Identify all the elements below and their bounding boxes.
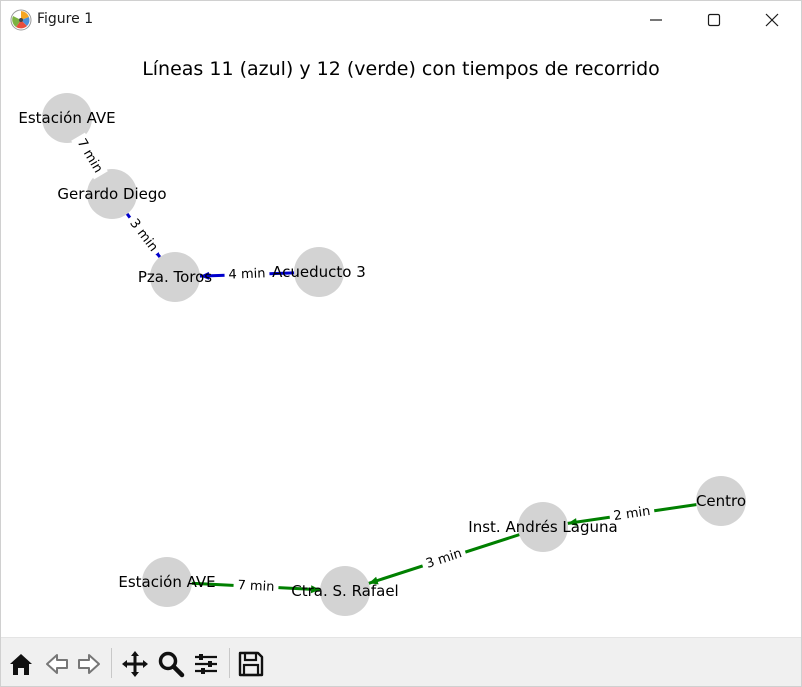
edge-arrowhead-4 bbox=[368, 576, 379, 585]
navigation-toolbar bbox=[1, 637, 801, 686]
zoom-button[interactable] bbox=[155, 648, 187, 680]
edge-label-1: 3 min bbox=[123, 212, 164, 259]
edge-label-text: 7 min bbox=[237, 578, 275, 595]
save-button[interactable] bbox=[235, 648, 267, 680]
edge-label-box bbox=[608, 502, 656, 526]
edge-arrowhead-3 bbox=[310, 585, 321, 594]
figure-canvas[interactable]: Líneas 11 (azul) y 12 (verde) con tiempo… bbox=[1, 39, 801, 637]
edge-arrowhead-2 bbox=[199, 271, 210, 280]
node-label-l12_laguna: Inst. Andrés Laguna bbox=[468, 518, 617, 536]
edge-label-box bbox=[71, 132, 108, 180]
configure-subplots-button[interactable] bbox=[190, 648, 222, 680]
pan-icon bbox=[122, 651, 148, 677]
node-circle-l11_ave bbox=[42, 93, 92, 143]
save-icon bbox=[238, 651, 264, 677]
zoom-icon bbox=[158, 651, 185, 678]
node-label-l11_ave: Estación AVE bbox=[18, 109, 115, 127]
minimize-icon bbox=[650, 19, 662, 21]
node-circle-l12_centro bbox=[696, 476, 746, 526]
network-graph: Líneas 11 (azul) y 12 (verde) con tiempo… bbox=[18, 58, 746, 616]
edge-arrowhead-5 bbox=[567, 518, 578, 527]
node-circle-l11_acueducto bbox=[294, 247, 344, 297]
window-title: Figure 1 bbox=[37, 11, 94, 27]
home-button[interactable] bbox=[5, 648, 37, 680]
figure-title: Líneas 11 (azul) y 12 (verde) con tiempo… bbox=[142, 58, 660, 80]
toolbar-separator bbox=[111, 648, 112, 678]
node-label-l12_centro: Centro bbox=[696, 492, 746, 510]
node-label-l11_acueducto: Acueducto 3 bbox=[272, 263, 366, 281]
edge-label-0: 7 min bbox=[71, 132, 108, 180]
node-label-l12_rafael: Ctra. S. Rafael bbox=[291, 582, 398, 600]
edge-label-box bbox=[233, 577, 279, 596]
edge-label-box bbox=[224, 265, 270, 284]
forward-button[interactable] bbox=[73, 648, 105, 680]
pan-button[interactable] bbox=[119, 648, 151, 680]
edge-label-box bbox=[420, 544, 468, 574]
back-button[interactable] bbox=[41, 648, 73, 680]
home-icon bbox=[10, 654, 32, 675]
toolbar-separator bbox=[229, 648, 230, 678]
node-circle-l12_ave bbox=[142, 557, 192, 607]
forward-icon bbox=[78, 654, 100, 674]
edge-label-text: 2 min bbox=[613, 504, 652, 524]
title-bar[interactable]: Figure 1 bbox=[1, 1, 801, 39]
node-circle-l11_gerardo bbox=[87, 169, 137, 219]
edge-label-text: 4 min bbox=[228, 266, 265, 282]
edge-label-text: 3 min bbox=[424, 546, 464, 572]
edge-label-box bbox=[123, 212, 164, 259]
back-icon bbox=[46, 654, 68, 674]
close-button[interactable] bbox=[743, 1, 801, 39]
close-icon bbox=[765, 13, 779, 27]
edge-label-2: 4 min bbox=[224, 265, 270, 284]
node-circle-l12_laguna bbox=[518, 502, 568, 552]
edge-label-4: 3 min bbox=[420, 544, 468, 574]
maximize-button[interactable] bbox=[685, 1, 743, 39]
matplotlib-figure-icon bbox=[10, 9, 32, 31]
node-circle-l11_toros bbox=[150, 252, 200, 302]
edge-label-text: 7 min bbox=[74, 136, 106, 175]
nodes-layer bbox=[42, 93, 746, 616]
node-circle-l12_rafael bbox=[320, 566, 370, 616]
minimize-button[interactable] bbox=[627, 1, 685, 39]
edge-label-5: 2 min bbox=[608, 502, 656, 526]
configure-subplots-icon bbox=[195, 654, 217, 674]
edge-label-text: 3 min bbox=[126, 216, 160, 254]
node-label-l11_toros: Pza. Toros bbox=[138, 268, 212, 286]
node-label-l11_gerardo: Gerardo Diego bbox=[57, 185, 166, 203]
node-label-l12_ave: Estación AVE bbox=[118, 573, 215, 591]
maximize-icon bbox=[707, 13, 721, 27]
edge-label-3: 7 min bbox=[233, 577, 279, 596]
